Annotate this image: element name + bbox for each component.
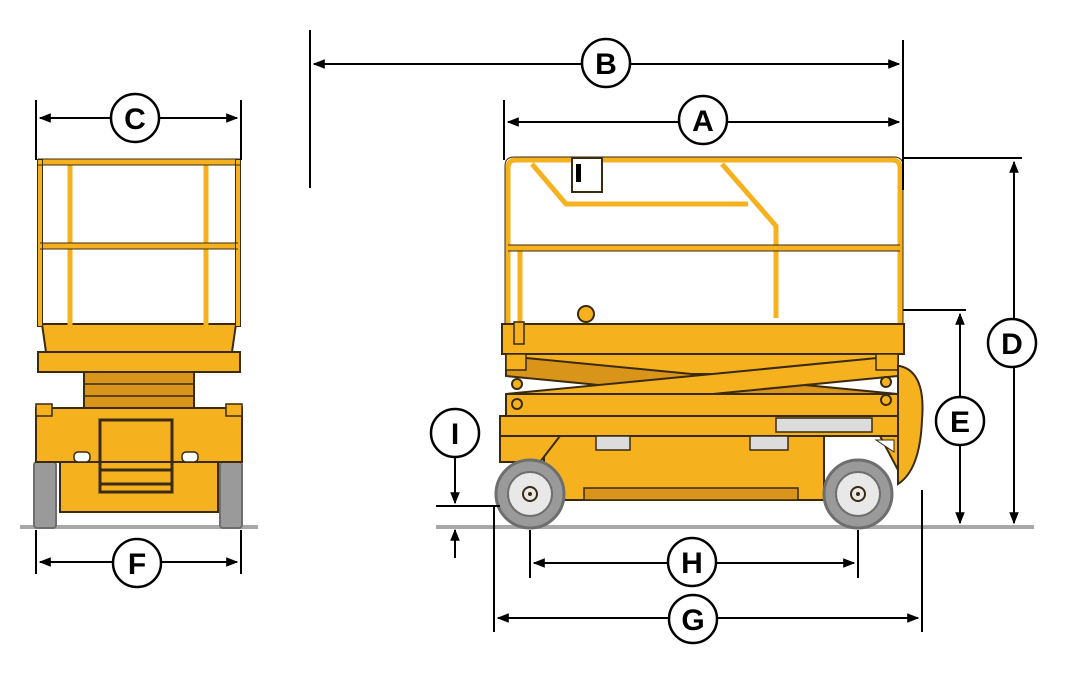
- front-left-tire: [33, 461, 57, 529]
- side-front-wheel: [822, 458, 894, 530]
- label-D: D: [986, 317, 1038, 369]
- front-scissor-stack: [83, 371, 195, 409]
- label-C-text: C: [124, 103, 146, 136]
- label-A-text: A: [692, 105, 714, 138]
- label-A: A: [677, 94, 729, 146]
- side-scissor-arms: [505, 353, 899, 417]
- label-C: C: [109, 92, 161, 144]
- dimension-labels: B A C D E F H G: [109, 37, 1038, 645]
- label-H: H: [666, 536, 718, 588]
- label-D-text: D: [1001, 328, 1023, 361]
- label-F: F: [111, 537, 163, 589]
- label-E: E: [934, 395, 986, 447]
- label-G: G: [667, 593, 719, 645]
- label-H-text: H: [681, 547, 703, 580]
- side-guard-rails: [505, 157, 903, 326]
- beacon-icon: [577, 305, 595, 323]
- side-view-lift: [436, 156, 1034, 530]
- front-ladder-frame: [98, 418, 174, 494]
- front-platform-deck: [37, 351, 241, 373]
- side-front-guard: [897, 365, 924, 486]
- label-B-text: B: [595, 48, 617, 81]
- side-rear-wheel: [494, 458, 566, 530]
- front-chassis: [35, 407, 243, 463]
- front-right-tire: [219, 461, 243, 529]
- front-view-lift: [20, 158, 258, 529]
- label-I: I: [429, 407, 481, 459]
- label-G-text: G: [681, 604, 704, 637]
- label-E-text: E: [950, 406, 970, 439]
- label-B: B: [580, 37, 632, 89]
- label-I-text: I: [451, 418, 459, 451]
- label-F-text: F: [128, 548, 146, 581]
- side-platform-deck: [501, 323, 905, 355]
